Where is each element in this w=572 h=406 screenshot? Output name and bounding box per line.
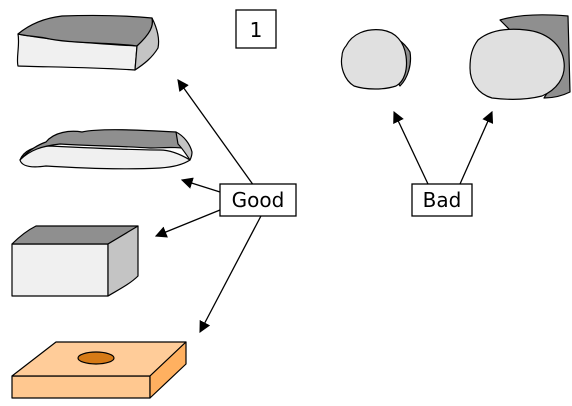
figure-number: 1	[250, 18, 263, 42]
arrow-good-to-flake	[180, 177, 221, 193]
plate-side-face	[149, 341, 187, 399]
bad-label-box: Bad	[411, 183, 473, 217]
arrow-good-to-plate	[199, 213, 263, 334]
slab-1-side-face	[134, 17, 160, 71]
arrow-good-to-slab	[177, 79, 255, 187]
good-specimen-orange-plate	[11, 341, 187, 399]
good-label: Good	[232, 188, 285, 212]
block-front-face	[11, 243, 109, 297]
bad-specimen-small-rock	[340, 29, 412, 90]
good-specimen-block	[11, 225, 139, 297]
good-arrows	[154, 79, 263, 334]
arrow-good-to-block	[154, 209, 221, 238]
good-specimen-slab-1	[16, 14, 160, 71]
bad-label: Bad	[423, 188, 462, 212]
bad-arrows	[393, 110, 494, 185]
plate-front-face	[11, 375, 151, 399]
plate-hole	[77, 351, 115, 365]
flake-front-face	[19, 145, 191, 170]
good-label-box: Good	[219, 183, 297, 217]
arrow-bad-to-small-rock	[393, 110, 429, 185]
arrow-bad-to-large-rock	[459, 110, 494, 185]
figure-number-box: 1	[235, 9, 277, 49]
block-side-face	[107, 225, 139, 297]
good-specimen-flake	[19, 129, 193, 170]
large-rock-body	[469, 28, 565, 100]
bad-specimen-large-rock	[469, 14, 571, 100]
small-rock-body	[340, 29, 408, 90]
flake-side-face	[175, 131, 193, 161]
